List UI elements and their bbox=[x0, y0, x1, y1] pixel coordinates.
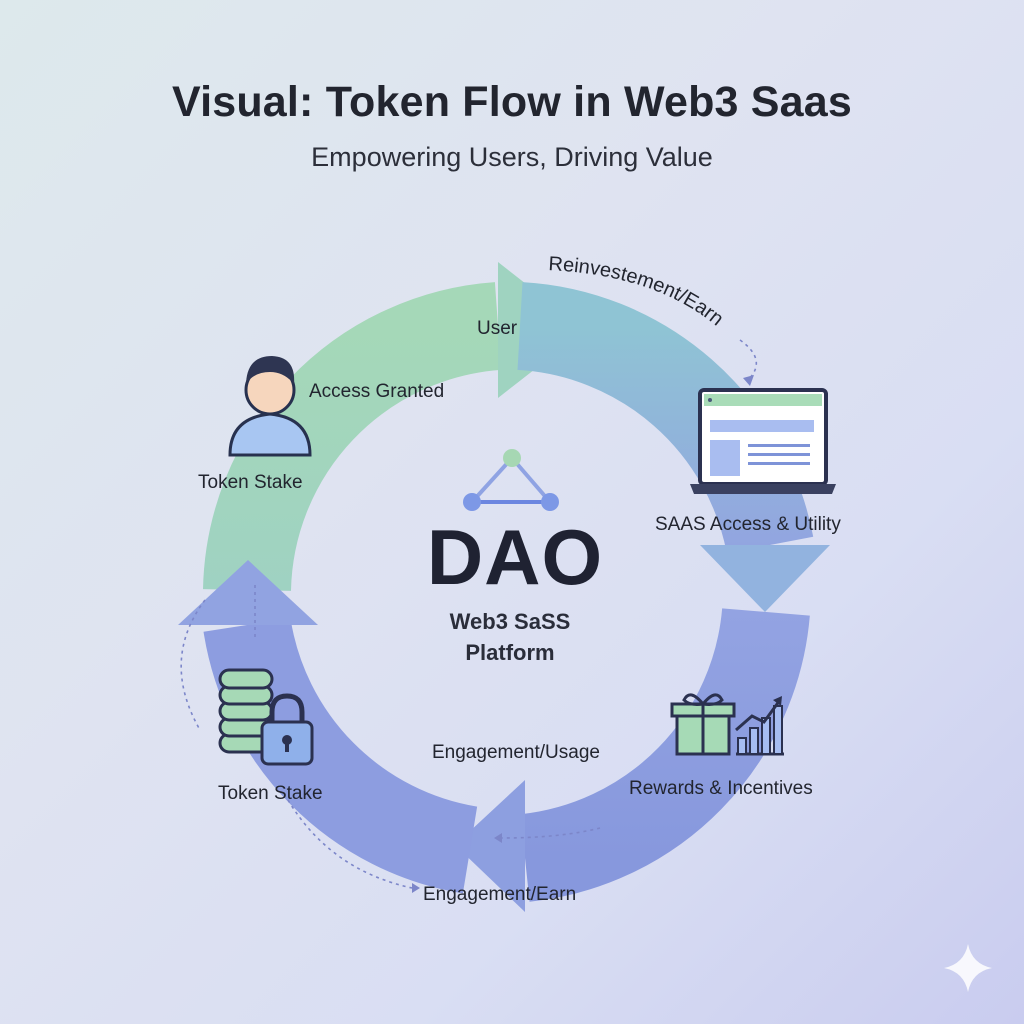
page-subtitle: Empowering Users, Driving Value bbox=[311, 142, 713, 172]
token-stake-top-label: Token Stake bbox=[198, 472, 303, 493]
saas-access-label: SAAS Access & Utility bbox=[655, 514, 841, 535]
sparkle-icon bbox=[944, 944, 992, 992]
gift-icon bbox=[670, 693, 736, 756]
growth-chart-icon bbox=[735, 696, 784, 756]
dao-title: DAO bbox=[426, 513, 604, 601]
user-avatar-icon bbox=[228, 356, 312, 457]
padlock-icon bbox=[260, 693, 314, 766]
user-label: User bbox=[477, 318, 518, 339]
engagement-earn-label: Engagement/Earn bbox=[423, 884, 577, 905]
arrow-arc-blue bbox=[455, 607, 810, 912]
access-granted-label: Access Granted bbox=[309, 381, 445, 402]
laptop-icon bbox=[690, 388, 836, 494]
token-stake-bottom-label: Token Stake bbox=[218, 783, 323, 804]
dao-subtitle: Web3 SaSS Platform bbox=[400, 606, 620, 668]
dao-subtitle-line2: Platform bbox=[465, 640, 555, 665]
network-triangle-icon bbox=[463, 449, 559, 511]
page-title: Visual: Token Flow in Web3 Saas bbox=[171, 78, 853, 126]
dao-subtitle-line1: Web3 SaSS bbox=[449, 609, 571, 634]
arrow-arc-teal bbox=[516, 282, 830, 612]
rewards-label: Rewards & Incentives bbox=[629, 778, 813, 799]
coin-stack-icon bbox=[218, 668, 274, 754]
engagement-usage-label: Engagement/Usage bbox=[432, 742, 600, 763]
